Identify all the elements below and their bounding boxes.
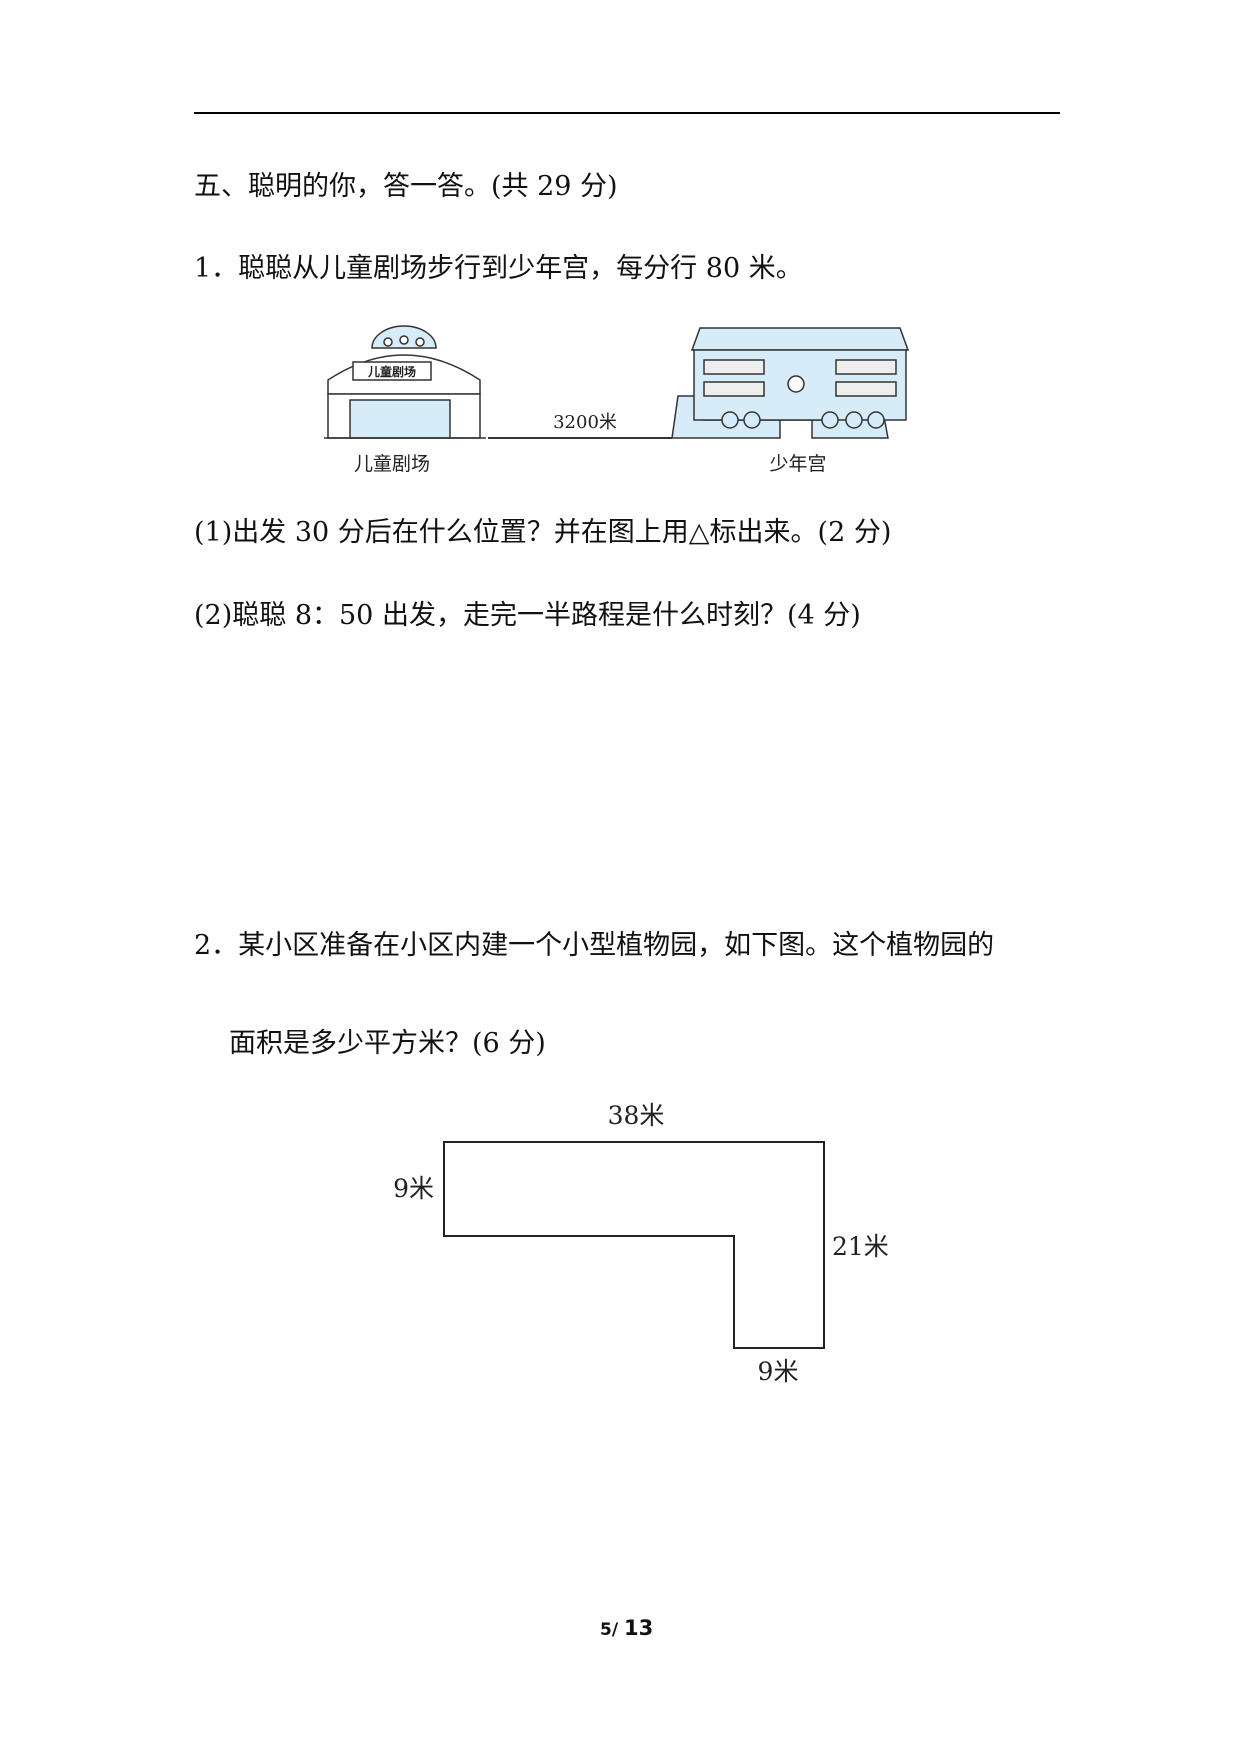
question-1-part-1: (1)出发 30 分后在什么位置？并在图上用△标出来。(2 分) xyxy=(194,517,892,548)
question-1-text: 1．聪聪从儿童剧场步行到少年宫，每分行 80 米。 xyxy=(194,253,803,284)
bottom-width-label: 9米 xyxy=(758,1357,799,1386)
theater-label: 儿童剧场 xyxy=(354,453,430,475)
theater-sign: 儿童剧场 xyxy=(367,364,416,379)
page-number: 5/ 13 xyxy=(600,1616,653,1640)
l-shaped-garden-outline xyxy=(443,1141,825,1349)
top-length-label: 38米 xyxy=(608,1101,665,1130)
youth-palace-illustration xyxy=(671,327,910,439)
section-heading: 五、聪明的你，答一答。(共 29 分) xyxy=(194,171,618,202)
current-page: 5/ xyxy=(600,1620,619,1640)
right-height-label: 21米 xyxy=(832,1232,889,1261)
question-1-part-2: (2)聪聪 8：50 出发，走完一半路程是什么时刻？(4 分) xyxy=(194,600,861,631)
left-width-label: 9米 xyxy=(393,1174,434,1203)
question-2-text-line-2: 面积是多少平方米？(6 分) xyxy=(229,1028,546,1059)
distance-label: 3200米 xyxy=(553,412,617,433)
route-figure: 儿童剧场 3200米 儿童剧场 少年宫 xyxy=(324,325,910,475)
children-theater-illustration xyxy=(324,325,486,439)
question-2-text-line-1: 2．某小区准备在小区内建一个小型植物园，如下图。这个植物园的 xyxy=(194,930,995,961)
garden-shape-figure: 38米 9米 21米 9米 xyxy=(393,1101,889,1386)
youth-palace-label: 少年宫 xyxy=(769,453,826,475)
header-rule xyxy=(194,112,1060,114)
total-pages: 13 xyxy=(623,1616,654,1640)
